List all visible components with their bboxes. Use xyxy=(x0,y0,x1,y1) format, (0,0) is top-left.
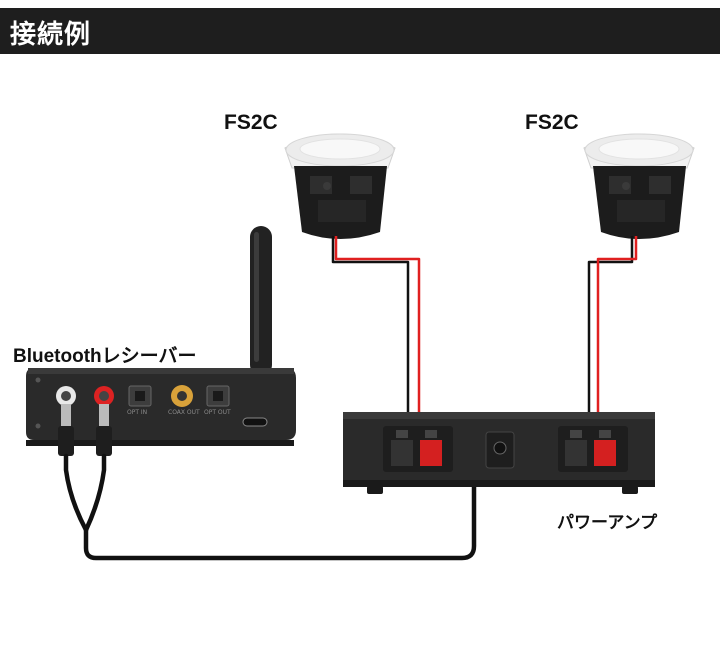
speaker-wire-1 xyxy=(331,236,431,439)
receiver-label: Bluetoothレシーバー xyxy=(13,346,197,367)
port-label-opt-out: OPT OUT xyxy=(204,409,231,416)
speaker-2 xyxy=(583,133,695,239)
power-amplifier xyxy=(343,412,655,494)
port-label-coax-out: COAX OUT xyxy=(168,409,200,416)
speaker-1 xyxy=(284,133,396,239)
page-title: 接続例 xyxy=(10,20,92,50)
speaker-1-label: FS2C xyxy=(224,111,278,134)
bluetooth-receiver xyxy=(26,226,296,446)
port-label-opt-in: OPT IN xyxy=(127,409,148,416)
header-bar: 接続例 xyxy=(0,8,720,54)
speaker-2-label: FS2C xyxy=(525,111,579,134)
amplifier-label: パワーアンプ xyxy=(557,513,658,532)
speaker-wire-2 xyxy=(575,236,638,439)
rca-cable xyxy=(58,404,477,561)
